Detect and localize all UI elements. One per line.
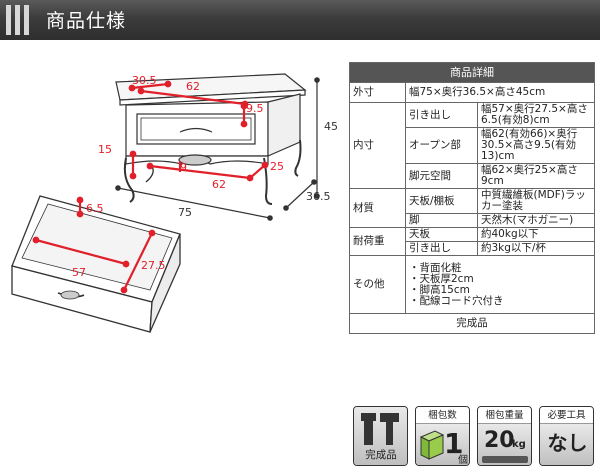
spec-load-drawer-value: 約3kg以下/杯 <box>477 241 595 256</box>
drawer-dimension-lines <box>32 196 156 294</box>
badge-weight-value: 20 <box>484 428 515 453</box>
spec-material-label: 材質 <box>349 188 406 228</box>
outer-dimension-lines <box>115 77 320 221</box>
dim-top-depth-label: 30.5 <box>132 74 157 87</box>
spec-load-label: 耐荷重 <box>349 227 406 256</box>
spec-outer-value: 幅75×奥行36.5×高さ45cm <box>405 82 595 103</box>
badge-tools: 必要工具 なし <box>539 406 594 466</box>
spec-material-leg-label: 脚 <box>405 213 478 228</box>
table-dimension-lines <box>128 80 269 182</box>
spec-other-label: その他 <box>349 255 406 314</box>
dim-drawer-width-label: 57 <box>72 266 86 279</box>
spec-inner-drawer-value: 幅57×奥行27.5×高さ6.5(有効8)cm <box>477 102 595 128</box>
spec-inner-label: 内寸 <box>349 102 406 189</box>
tools-icon <box>361 413 399 445</box>
spec-footer: 完成品 <box>349 313 595 334</box>
page-header: 商品仕様 <box>0 0 600 40</box>
dim-leg-space-back-label: 25 <box>270 160 284 173</box>
spec-table-header: 商品詳細 <box>349 62 595 83</box>
badge-packages-value: 1 <box>444 427 464 460</box>
spec-load-top-label: 天板 <box>405 227 478 242</box>
product-badges: 完成品 梱包数 1 個 梱包重量 20 kg 必要工具 なし <box>353 406 597 468</box>
spec-inner-leg-label: 脚元空間 <box>405 163 478 189</box>
spec-inner-leg-value: 幅62×奥行25×高さ9cm <box>477 163 595 189</box>
dim-drawer-depth-label: 27.5 <box>141 259 166 272</box>
spec-inner-drawer-label: 引き出し <box>405 102 478 128</box>
badge-weight: 梱包重量 20 kg <box>477 406 532 466</box>
spec-material-leg-value: 天然木(マホガニー) <box>477 213 595 228</box>
badge-assembled-label: 完成品 <box>365 449 397 461</box>
product-dimension-diagram: 30.5 62 9.5 15 9 62 25 6.5 57 27.5 45 75… <box>11 73 338 333</box>
dim-height-label: 45 <box>324 120 338 133</box>
badge-weight-caption: 梱包重量 <box>478 407 531 424</box>
scale-icon <box>482 456 528 463</box>
spec-load-top-value: 約40kg以下 <box>477 227 595 242</box>
badge-tools-value: なし <box>547 431 588 455</box>
dim-inner-width-label: 62 <box>186 80 200 93</box>
dim-inner-depth-label: 9.5 <box>246 102 264 115</box>
dim-depth-label: 36.5 <box>306 190 331 203</box>
spec-outer-label: 外寸 <box>349 82 406 103</box>
spec-material-top-value: 中質繊維板(MDF)ラッカー塗装 <box>477 188 595 214</box>
badge-packages-unit: 個 <box>458 455 468 466</box>
spec-other-item: ・天板厚2cm <box>409 272 474 285</box>
spec-other-item: ・配線コード穴付き <box>409 294 504 307</box>
dim-leg-space-width-label: 62 <box>212 178 226 191</box>
spec-other-item: ・脚高15cm <box>409 283 470 296</box>
table-illustration <box>115 73 307 205</box>
badge-tools-caption: 必要工具 <box>540 407 593 424</box>
badge-weight-unit: kg <box>512 439 526 450</box>
badge-packages: 梱包数 1 個 <box>415 406 470 466</box>
dim-drawer-height-label: 6.5 <box>86 202 104 215</box>
dim-leg-height-label: 15 <box>98 143 112 156</box>
badge-packages-caption: 梱包数 <box>416 407 469 424</box>
page-title: 商品仕様 <box>46 10 127 32</box>
dim-width-label: 75 <box>178 206 192 219</box>
spec-table: 商品詳細 外寸 幅75×奥行36.5×高さ45cm 内寸 引き出し 幅57×奥行… <box>349 62 595 334</box>
header-bars-icon <box>6 5 32 35</box>
dim-leg-space-depth-label: 9 <box>180 161 187 174</box>
badge-assembled: 完成品 <box>353 406 408 466</box>
spec-inner-open-label: オープン部 <box>405 127 478 164</box>
box-icon <box>419 430 445 460</box>
spec-material-top-label: 天板/棚板 <box>405 188 478 214</box>
spec-other-list: ・背面化粧 ・天板厚2cm ・脚高15cm ・配線コード穴付き <box>405 255 595 314</box>
spec-other-item: ・背面化粧 <box>409 261 462 274</box>
spec-load-drawer-label: 引き出し <box>405 241 478 256</box>
spec-inner-open-value: 幅62(有効66)×奥行30.5×高さ9.5(有効13)cm <box>477 127 595 164</box>
